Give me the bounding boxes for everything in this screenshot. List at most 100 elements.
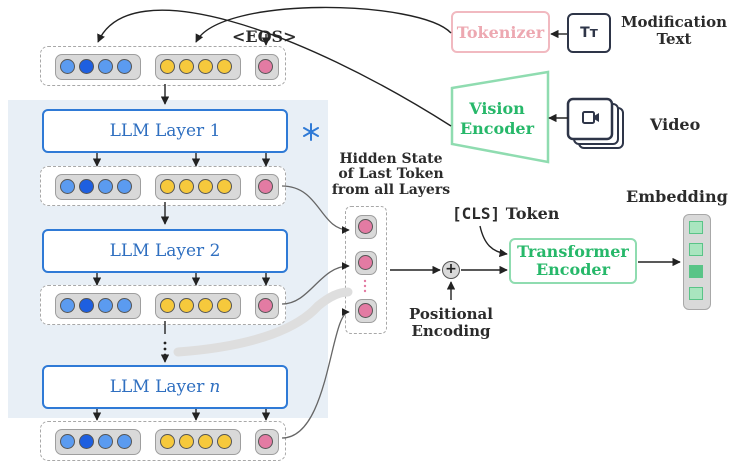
token-dot (217, 179, 232, 194)
embedding-cell (689, 243, 703, 256)
hidden-state-label: Hidden State of Last Token from all Laye… (330, 151, 452, 198)
token-dot (117, 179, 132, 194)
token-dot (60, 179, 75, 194)
llm-layer-n: LLM Layer n (42, 365, 288, 409)
eos-label: <EOS> (232, 27, 297, 46)
token-dot (217, 59, 232, 74)
llm-layer-n-index: n (209, 377, 221, 397)
token-dot (60, 59, 75, 74)
hidden-state-cell (355, 299, 377, 323)
token-dot (160, 434, 175, 449)
token-row (40, 421, 286, 461)
text-format-icon: Tт (567, 13, 611, 53)
token-dot (198, 59, 213, 74)
text-icon-glyph: Tт (580, 25, 598, 41)
text-token-group (55, 174, 141, 200)
hidden-state-cell (355, 251, 377, 275)
token-dot (198, 179, 213, 194)
token-dot (179, 298, 194, 313)
vision-encoder-line-2: Encoder (460, 119, 535, 138)
hidden-state-line-1: Hidden State (339, 151, 443, 167)
token-dot (79, 434, 94, 449)
token-dot (358, 255, 373, 270)
eos-token-group (255, 293, 279, 319)
transformer-line-1: Transformer (517, 242, 629, 262)
video-token-group (155, 54, 241, 80)
positional-line-2: Encoding (411, 321, 491, 340)
token-dot (79, 59, 94, 74)
token-dot (98, 298, 113, 313)
text-token-group (55, 54, 141, 80)
snowflake-icon (303, 123, 319, 141)
token-dot (258, 434, 273, 449)
token-dot (179, 179, 194, 194)
token-dot (179, 59, 194, 74)
token-dot (198, 298, 213, 313)
eos-token-group (255, 54, 279, 80)
token-row (40, 46, 286, 86)
cls-token-code: [CLS] (452, 204, 501, 223)
embedding-cell (689, 265, 703, 278)
token-dot (79, 298, 94, 313)
token-dot (160, 179, 175, 194)
embedding-vector (683, 214, 711, 310)
cls-token-suffix: Token (505, 204, 560, 223)
token-dot (258, 59, 273, 74)
video-token-group (155, 293, 241, 319)
modification-line-2: Text (656, 29, 692, 48)
token-dot (79, 179, 94, 194)
token-dot (160, 59, 175, 74)
modification-text-label: Modification Text (618, 14, 730, 47)
token-dot (217, 434, 232, 449)
embedding-cell (689, 287, 703, 300)
cls-token-label: [CLS] Token (452, 205, 559, 223)
video-token-group (155, 429, 241, 455)
token-dot (160, 298, 175, 313)
embedding-label: Embedding (626, 187, 728, 206)
eos-token-group (255, 429, 279, 455)
llm-layer-n-label: LLM Layer (109, 377, 205, 397)
token-row (40, 285, 286, 325)
token-dot (117, 59, 132, 74)
positional-encoding-label: Positional Encoding (400, 306, 502, 339)
token-dot (258, 179, 273, 194)
token-dot (117, 434, 132, 449)
transformer-line-2: Encoder (535, 260, 611, 279)
token-dot (179, 434, 194, 449)
token-dot (358, 219, 373, 234)
hidden-state-cell (355, 215, 377, 239)
text-token-group (55, 429, 141, 455)
video-token-group (155, 174, 241, 200)
token-dot (98, 179, 113, 194)
token-dot (98, 434, 113, 449)
token-dot (117, 298, 132, 313)
ellipsis-icon (163, 341, 167, 357)
transformer-encoder-box: Transformer Encoder (509, 238, 637, 284)
modification-line-1: Modification (620, 13, 728, 31)
hidden-state-line-3: from all Layers (331, 181, 451, 198)
token-dot (217, 298, 232, 313)
plus-icon: + (442, 261, 460, 279)
llm-layer-1: LLM Layer 1 (42, 109, 288, 153)
token-dot (358, 303, 373, 318)
llm-layer-1-label: LLM Layer 1 (109, 121, 221, 141)
vision-encoder-line-1: Vision (468, 99, 525, 118)
token-row (40, 166, 286, 206)
vision-encoder-box: Vision Encoder (450, 70, 550, 164)
llm-layer-2-label: LLM Layer 2 (109, 241, 221, 261)
llm-layer-2: LLM Layer 2 (42, 229, 288, 273)
eos-token-group (255, 174, 279, 200)
hidden-state-line-2: of Last Token (338, 166, 444, 183)
token-dot (60, 298, 75, 313)
token-dot (258, 298, 273, 313)
token-dot (60, 434, 75, 449)
positional-line-1: Positional (409, 305, 493, 323)
text-token-group (55, 293, 141, 319)
hidden-state-column (345, 206, 387, 334)
token-dot (98, 59, 113, 74)
tokenizer-box: Tokenizer (451, 11, 550, 53)
token-dot (198, 434, 213, 449)
embedding-cell (689, 221, 703, 234)
video-icon (566, 97, 624, 149)
